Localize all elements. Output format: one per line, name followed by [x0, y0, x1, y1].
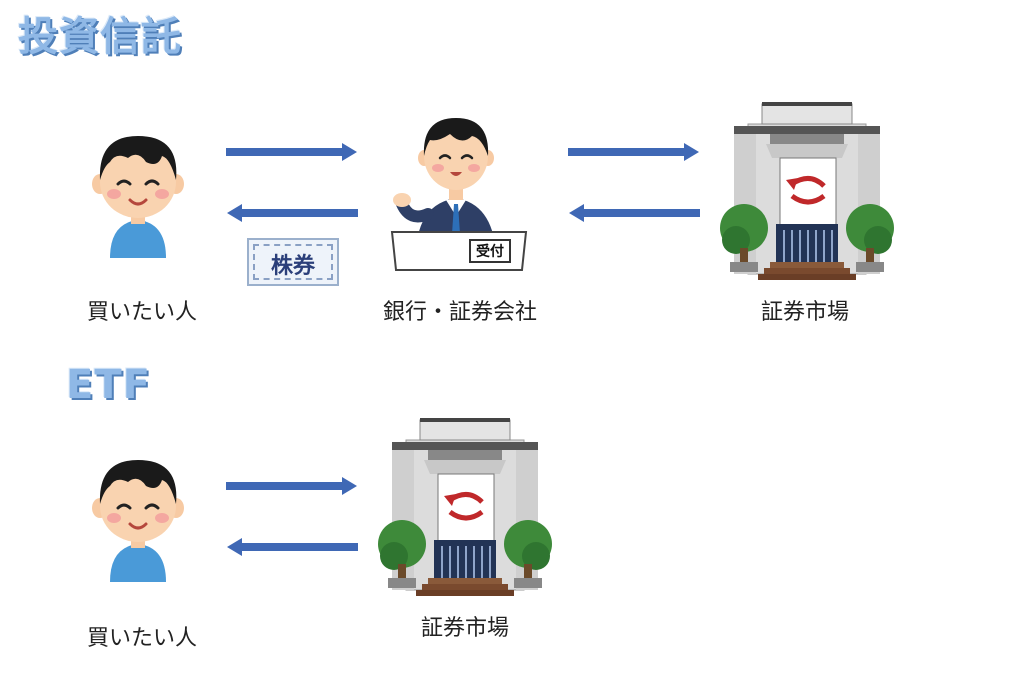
arrow-right-buyer-to-exchange	[226, 477, 357, 495]
arrow-right-bank-to-exchange	[568, 143, 699, 161]
node-label-exchange-etf: 証券市場	[420, 616, 509, 641]
arrow-left-bank-to-buyer	[227, 204, 358, 222]
arrow-right-buyer-to-bank	[226, 143, 357, 161]
node-label-bank: 銀行・証券会社	[382, 300, 537, 325]
buyer-person-icon	[92, 460, 184, 582]
node-label-buyer-etf: 買いたい人	[86, 626, 197, 651]
arrow-left-exchange-to-bank	[569, 204, 700, 222]
stock-exchange-building-icon	[378, 418, 552, 596]
stock-certificate-icon: 株券	[247, 238, 339, 286]
node-label-exchange: 証券市場	[760, 300, 849, 325]
node-label-buyer: 買いたい人	[86, 300, 197, 325]
certificate-text: 株券	[270, 254, 315, 279]
bank-clerk-icon	[390, 118, 528, 271]
section-title-investment-trust: 投資信託	[18, 14, 182, 60]
arrow-left-exchange-to-buyer	[227, 538, 358, 556]
buyer-person-icon	[92, 136, 184, 258]
stock-exchange-building-icon	[720, 102, 894, 280]
reception-sign-text: 受付	[476, 244, 504, 260]
section-title-etf: ETF	[66, 362, 151, 408]
